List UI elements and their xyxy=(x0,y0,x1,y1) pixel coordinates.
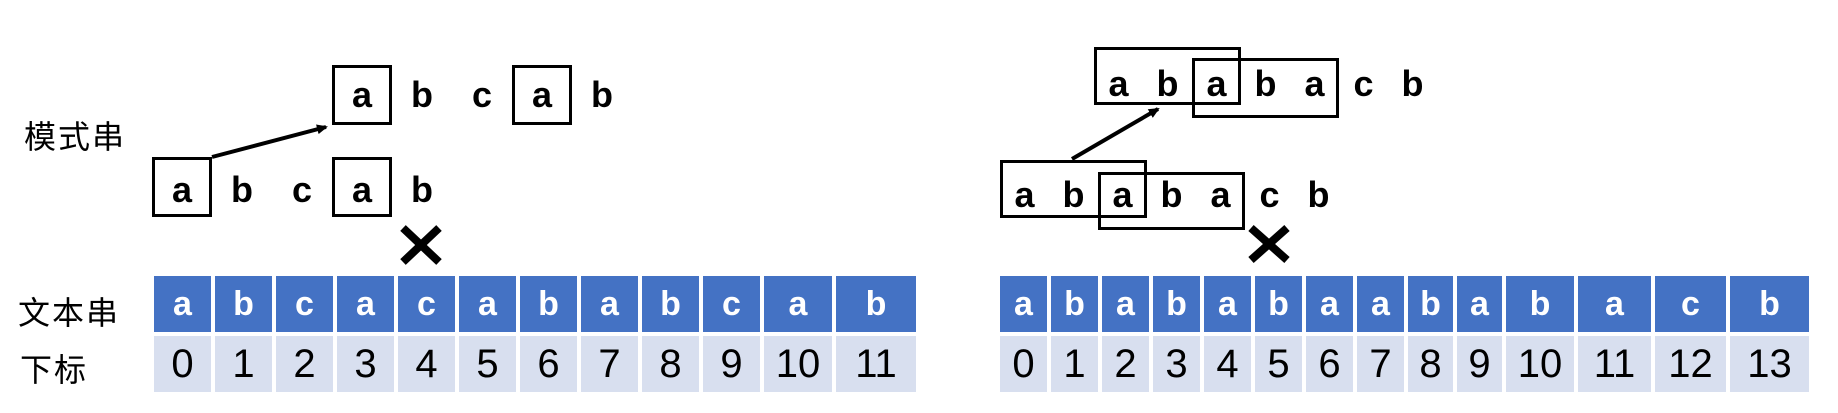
pattern-char: b xyxy=(1062,174,1085,215)
index-cell: 1 xyxy=(215,336,272,392)
text-cell: a xyxy=(1306,276,1353,332)
pattern-string-label: 模式串 xyxy=(24,119,127,155)
char-outline-box xyxy=(512,65,572,125)
pattern-char: b xyxy=(1156,63,1179,104)
text-cell: a xyxy=(154,276,211,332)
index-cell: 5 xyxy=(1255,336,1302,392)
index-cell: 11 xyxy=(836,336,916,392)
text-cell: c xyxy=(398,276,455,332)
pattern-char: c xyxy=(1353,63,1374,104)
prefix-outline-box xyxy=(1094,47,1241,105)
left-pattern-original-row: a b c a b xyxy=(152,168,452,212)
pattern-char: b xyxy=(411,169,433,210)
index-cell: 8 xyxy=(1408,336,1453,392)
text-cell: b xyxy=(836,276,916,332)
pattern-char: b xyxy=(1254,63,1277,104)
pattern-char: a xyxy=(351,169,373,210)
text-cell: a xyxy=(764,276,832,332)
pattern-char: a xyxy=(1304,63,1325,104)
suffix-outline-box xyxy=(1098,172,1245,230)
index-cell: 2 xyxy=(276,336,333,392)
index-cell: 13 xyxy=(1730,336,1809,392)
text-cell: b xyxy=(520,276,577,332)
index-cell: 4 xyxy=(398,336,455,392)
left-pattern-shifted-row: a b c a b xyxy=(332,73,632,117)
mismatch-cross-icon xyxy=(400,225,442,265)
pattern-char: b xyxy=(1401,63,1424,104)
index-cell: 7 xyxy=(581,336,638,392)
pattern-char: a xyxy=(1108,63,1129,104)
index-cell: 2 xyxy=(1102,336,1149,392)
pattern-char: b xyxy=(591,74,613,115)
shift-arrow-right xyxy=(1070,107,1160,161)
text-cell: a xyxy=(1000,276,1047,332)
text-cell: a xyxy=(1357,276,1404,332)
text-cell: b xyxy=(215,276,272,332)
pattern-char: a xyxy=(1210,174,1231,215)
index-cell: 9 xyxy=(1457,336,1502,392)
char-outline-box xyxy=(332,157,392,217)
index-cell: 3 xyxy=(1153,336,1200,392)
pattern-char: a xyxy=(531,74,553,115)
text-cell: a xyxy=(1102,276,1149,332)
text-cell: c xyxy=(703,276,760,332)
right-pattern-shifted-row: a b a b a c b xyxy=(1094,62,1437,106)
index-cell: 6 xyxy=(520,336,577,392)
pattern-char: b xyxy=(1307,174,1330,215)
suffix-outline-box xyxy=(1192,58,1339,118)
text-cell: a xyxy=(337,276,394,332)
text-cell: b xyxy=(1506,276,1574,332)
text-cell: c xyxy=(276,276,333,332)
text-cell: a xyxy=(459,276,516,332)
shift-arrow-left xyxy=(211,124,328,159)
pattern-char: a xyxy=(1112,174,1133,215)
text-cell: b xyxy=(1153,276,1200,332)
mismatch-cross-icon xyxy=(1248,225,1290,263)
index-cell: 0 xyxy=(1000,336,1047,392)
index-cell: 7 xyxy=(1357,336,1404,392)
text-cell: b xyxy=(1408,276,1453,332)
pattern-char: a xyxy=(171,169,193,210)
pattern-char: b xyxy=(411,74,433,115)
index-cell: 10 xyxy=(764,336,832,392)
index-cell: 8 xyxy=(642,336,699,392)
pattern-char: b xyxy=(231,169,253,210)
index-cell: 0 xyxy=(154,336,211,392)
char-outline-box xyxy=(152,157,212,217)
text-string-label: 文本串 xyxy=(18,295,121,331)
text-cell: b xyxy=(1051,276,1098,332)
text-cell: a xyxy=(1578,276,1651,332)
right-index-row: 0 1 2 3 4 5 6 7 8 9 10 11 12 13 xyxy=(1000,336,1809,392)
index-cell: 12 xyxy=(1655,336,1726,392)
pattern-char: c xyxy=(1259,174,1280,215)
index-cell: 5 xyxy=(459,336,516,392)
left-text-row: a b c a c a b a b c a b xyxy=(154,276,916,332)
prefix-outline-box xyxy=(1000,160,1147,218)
index-cell: 9 xyxy=(703,336,760,392)
index-cell: 1 xyxy=(1051,336,1098,392)
pattern-char: c xyxy=(291,169,313,210)
index-cell: 6 xyxy=(1306,336,1353,392)
right-pattern-original-row: a b a b a c b xyxy=(1000,173,1343,217)
index-cell: 4 xyxy=(1204,336,1251,392)
pattern-char: b xyxy=(1160,174,1183,215)
text-cell: b xyxy=(1730,276,1809,332)
text-cell: b xyxy=(642,276,699,332)
pattern-char: a xyxy=(1206,63,1227,104)
text-cell: a xyxy=(1457,276,1502,332)
pattern-char: a xyxy=(351,74,373,115)
right-text-row: a b a b a b a a b a b a c b xyxy=(1000,276,1809,332)
index-cell: 11 xyxy=(1578,336,1651,392)
text-cell: a xyxy=(581,276,638,332)
pattern-char: a xyxy=(1014,174,1035,215)
index-cell: 10 xyxy=(1506,336,1574,392)
left-index-row: 0 1 2 3 4 5 6 7 8 9 10 11 xyxy=(154,336,916,392)
index-label: 下标 xyxy=(20,352,89,388)
text-cell: b xyxy=(1255,276,1302,332)
text-cell: c xyxy=(1655,276,1726,332)
text-cell: a xyxy=(1204,276,1251,332)
pattern-char: c xyxy=(471,74,493,115)
index-cell: 3 xyxy=(337,336,394,392)
char-outline-box xyxy=(332,65,392,125)
